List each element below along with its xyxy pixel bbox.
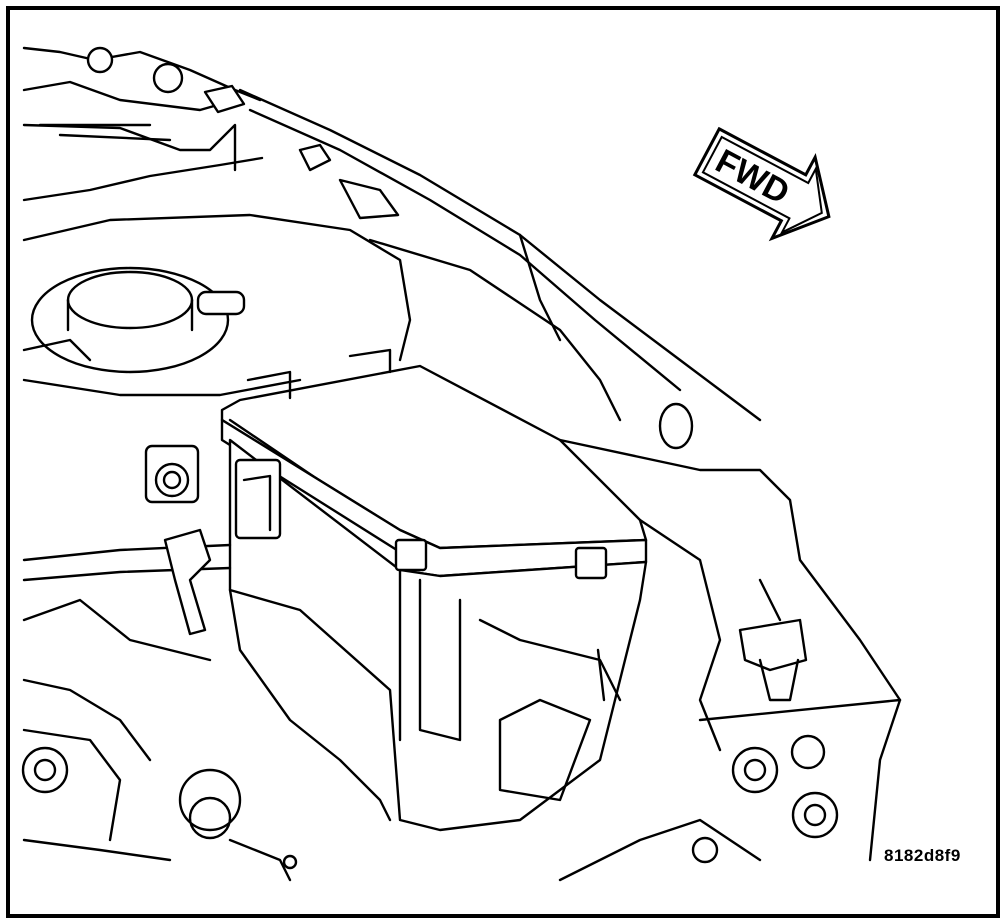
hood-hinge-bracket [22,46,264,202]
wiring-harness [22,528,232,762]
figure-id: 8182d8f9 [884,846,961,865]
ground-stud [144,444,200,504]
fender-rail [238,88,762,422]
strut-tower [22,213,412,397]
forward-arrow-icon: FWD [692,126,831,242]
power-distribution-center [220,348,648,832]
lower-left-components [21,728,298,882]
right-mount-bracket [558,402,902,882]
